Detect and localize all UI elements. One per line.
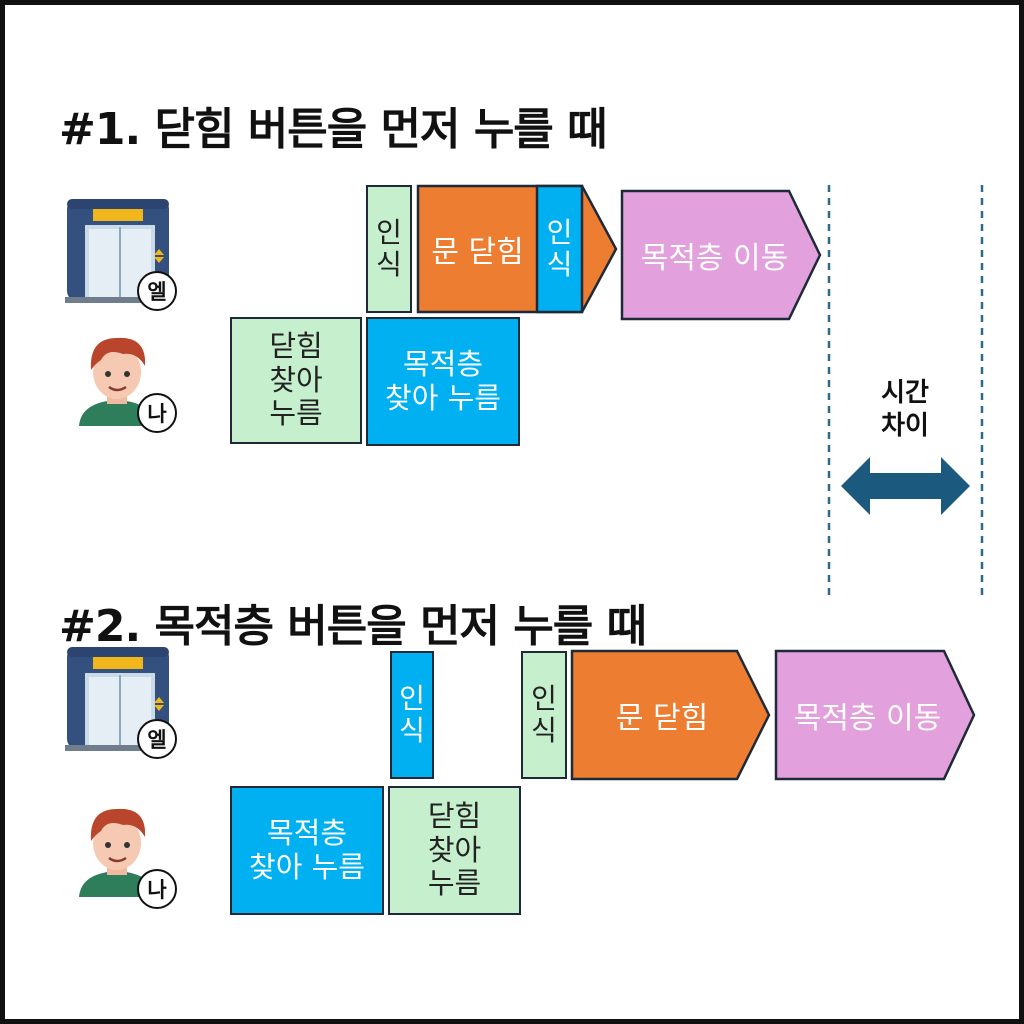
s2-find-close-line1: 닫힘 (427, 799, 482, 834)
s1-move-arrow (620, 189, 822, 321)
s1-find-floor-line2: 찾아 누름 (385, 380, 501, 415)
s1-recognize-1-char1: 인 (376, 215, 402, 249)
time-gap-label-line1: 시간 (881, 378, 929, 408)
elevator-badge: 엘 (137, 271, 177, 311)
s2-find-floor-line2: 찾아 누름 (249, 849, 365, 884)
s1-find-floor-line1: 목적층 (402, 347, 484, 382)
elevator-badge: 엘 (137, 719, 177, 759)
s2-recognize-1-char2: 식 (399, 714, 425, 747)
time-gap-label-line2: 차이 (881, 410, 929, 441)
s2-find-floor-line1: 목적층 (266, 816, 348, 851)
s1-find-close-line3: 누름 (269, 396, 323, 431)
me-badge: 나 (137, 869, 177, 909)
s2-find-close-line3: 누름 (427, 866, 482, 901)
s2-recognize-1-char1: 인 (399, 681, 425, 715)
time-gap-arrow (841, 457, 970, 515)
section2-title: #2. 목적층 버튼을 먼저 누를 때 (59, 601, 647, 652)
s1-find-close-line1: 닫힘 (269, 329, 323, 364)
time-gap-label: 시간 차이 (855, 377, 955, 442)
person-icon (79, 337, 155, 426)
section1-title: #1. 닫힘 버튼을 먼저 누를 때 (59, 104, 608, 155)
s2-find-close-line2: 찾아 (427, 832, 482, 867)
s1-recognize-1-char2: 식 (376, 248, 402, 281)
s1-find-close-line2: 찾아 (269, 362, 323, 397)
s2-door-close-arrow (570, 649, 771, 781)
s2-move-arrow (774, 649, 976, 781)
s1-recognize-2-char2: 식 (546, 248, 573, 281)
s1-recognize-2-char1: 인 (546, 215, 573, 249)
diagram-shapes (416, 184, 984, 781)
s1-door-close-arrow (416, 184, 618, 314)
person-icon (79, 808, 155, 897)
s2-recognize-2-char2: 식 (531, 714, 557, 747)
s1-recognize-box-2 (535, 184, 584, 314)
s2-recognize-2-char1: 인 (531, 681, 557, 715)
me-badge: 나 (137, 393, 177, 433)
